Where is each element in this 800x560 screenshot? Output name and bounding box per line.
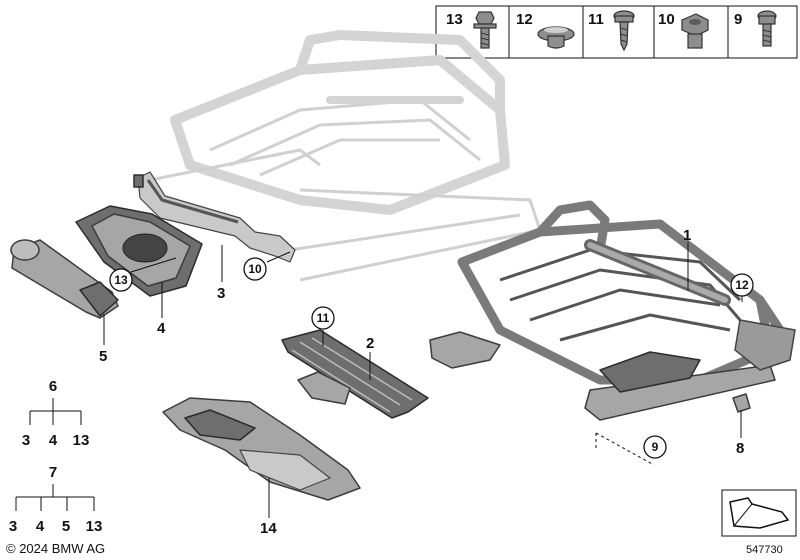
- ghost-seat-frame: [149, 30, 542, 282]
- part-4-cover: [75, 205, 203, 297]
- svg-text:11: 11: [317, 311, 330, 325]
- torx-screw-icon: [613, 10, 635, 52]
- hex-flange-bolt-icon: [473, 11, 497, 49]
- direction-arrow-icon: [729, 497, 790, 529]
- label-part-3: 3: [217, 285, 225, 302]
- svg-text:12: 12: [735, 278, 749, 292]
- diagram-number: 547730: [746, 544, 783, 556]
- label-part-2: 2: [366, 335, 374, 352]
- part-3-bracket: [133, 171, 296, 263]
- plastic-plug-icon: [537, 26, 575, 49]
- label-part-4: 4: [157, 320, 166, 337]
- header-number-10: 10: [658, 11, 675, 28]
- hex-nut-icon: [681, 13, 709, 49]
- set-tree-6-parent: 6: [49, 378, 57, 395]
- header-number-9: 9: [734, 11, 742, 28]
- set-tree-6-child-4: 4: [49, 432, 58, 449]
- part-14-tray: [162, 397, 361, 501]
- circled-label-9: 9: [643, 435, 667, 459]
- label-part-14: 14: [260, 520, 277, 537]
- set-tree-7-child-5: 5: [62, 518, 70, 535]
- header-number-12: 12: [516, 11, 533, 28]
- part-1-seat-frame: [429, 200, 796, 421]
- label-part-8: 8: [736, 440, 744, 457]
- circled-label-10: 10: [243, 257, 267, 281]
- header-number-13: 13: [446, 11, 463, 28]
- set-tree-6: 6 3 4 13: [22, 378, 90, 449]
- label-part-5: 5: [99, 348, 107, 365]
- circled-label-13: 13: [109, 268, 133, 292]
- svg-text:10: 10: [248, 262, 262, 276]
- part-5-cylinder: [10, 239, 119, 319]
- part-8-clip: [732, 393, 751, 413]
- part-2-mat: [281, 329, 429, 419]
- label-part-1: 1: [683, 227, 691, 244]
- circled-label-12: 12: [730, 273, 754, 297]
- circled-label-11: 11: [311, 306, 335, 330]
- set-tree-7-child-3: 3: [9, 518, 17, 535]
- set-tree-7-parent: 7: [49, 464, 57, 481]
- set-tree-6-child-13: 13: [73, 432, 90, 449]
- set-tree-7: 7 3 4 5 13: [9, 464, 103, 535]
- set-tree-6-child-3: 3: [22, 432, 30, 449]
- copyright-text: © 2024 BMW AG: [6, 541, 105, 556]
- torx-bolt-icon: [757, 10, 777, 47]
- leader-lines: [103, 242, 743, 518]
- header-number-11: 11: [588, 11, 604, 28]
- set-tree-7-child-13: 13: [86, 518, 103, 535]
- set-tree-7-child-4: 4: [36, 518, 45, 535]
- svg-text:13: 13: [114, 273, 128, 287]
- orientation-arrow-box: [721, 489, 797, 537]
- hardware-header: 13 12 11 10 9: [435, 5, 798, 59]
- svg-text:9: 9: [652, 440, 659, 454]
